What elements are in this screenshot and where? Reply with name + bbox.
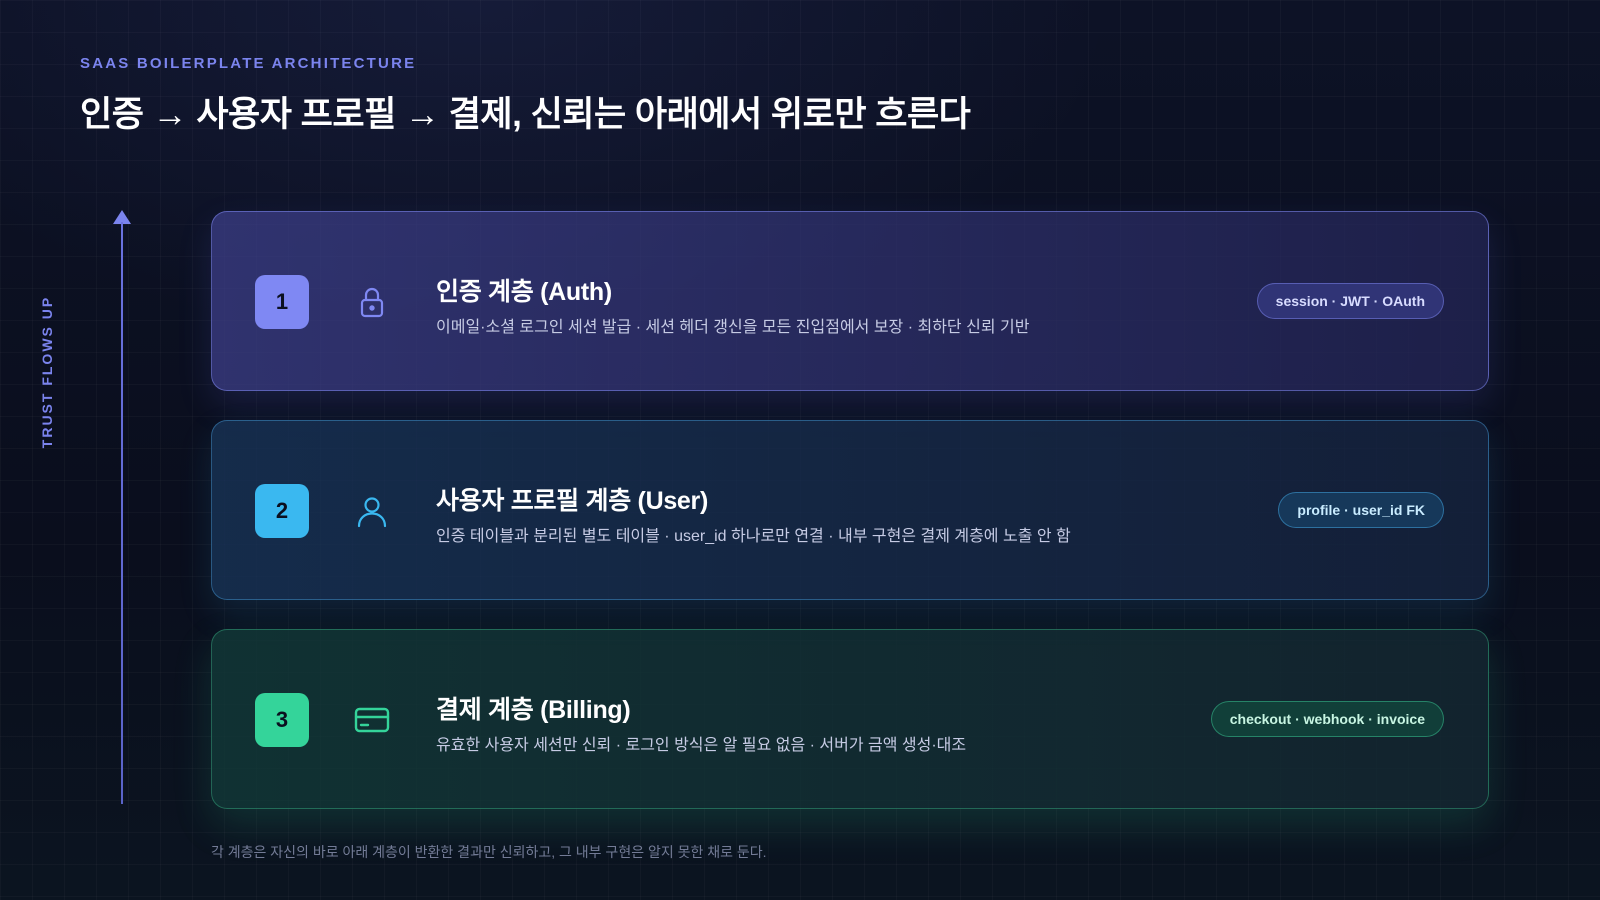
page-title: 인증 → 사용자 프로필 → 결제, 신뢰는 아래에서 위로만 흐른다 xyxy=(80,95,971,134)
layer-number-badge: 3 xyxy=(255,693,309,747)
lock-icon xyxy=(352,282,392,322)
layer-tech-tag: profile · user_id FK xyxy=(1278,492,1444,528)
layer-auth-card: 1 인증 계층 (Auth) 이메일·소셜 로그인 세션 발급 · 세션 헤더 … xyxy=(211,211,1489,391)
layer-tech-tag: session · JWT · OAuth xyxy=(1256,283,1444,319)
user-icon xyxy=(352,491,392,531)
layer-user-card: 2 사용자 프로필 계층 (User) 인증 테이블과 분리된 별도 테이블 ·… xyxy=(211,420,1489,600)
eyebrow-label: SAAS BOILERPLATE ARCHITECTURE xyxy=(80,55,417,72)
layer-title: 결제 계층 (Billing) xyxy=(436,696,631,724)
layer-description: 이메일·소셜 로그인 세션 발급 · 세션 헤더 갱신을 모든 진입점에서 보장… xyxy=(436,319,1030,336)
layer-description: 인증 테이블과 분리된 별도 테이블 · user_id 하나로만 연결 · 내… xyxy=(436,528,1071,545)
layer-title: 사용자 프로필 계층 (User) xyxy=(436,487,708,515)
trust-axis-label: TRUST FLOWS UP xyxy=(39,295,55,449)
trust-axis-line xyxy=(121,222,123,804)
credit-card-icon xyxy=(352,700,392,740)
layer-title: 인증 계층 (Auth) xyxy=(436,278,612,306)
trust-axis-arrowhead xyxy=(113,210,131,224)
layer-billing-card: 3 결제 계층 (Billing) 유효한 사용자 세션만 신뢰 · 로그인 방… xyxy=(211,629,1489,809)
layer-number-badge: 1 xyxy=(255,275,309,329)
layer-description: 유효한 사용자 세션만 신뢰 · 로그인 방식은 알 필요 없음 · 서버가 금… xyxy=(436,737,967,754)
layer-tech-tag: checkout · webhook · invoice xyxy=(1210,701,1444,737)
layer-number-badge: 2 xyxy=(255,484,309,538)
footnote: 각 계층은 자신의 바로 아래 계층이 반환한 결과만 신뢰하고, 그 내부 구… xyxy=(211,844,767,860)
